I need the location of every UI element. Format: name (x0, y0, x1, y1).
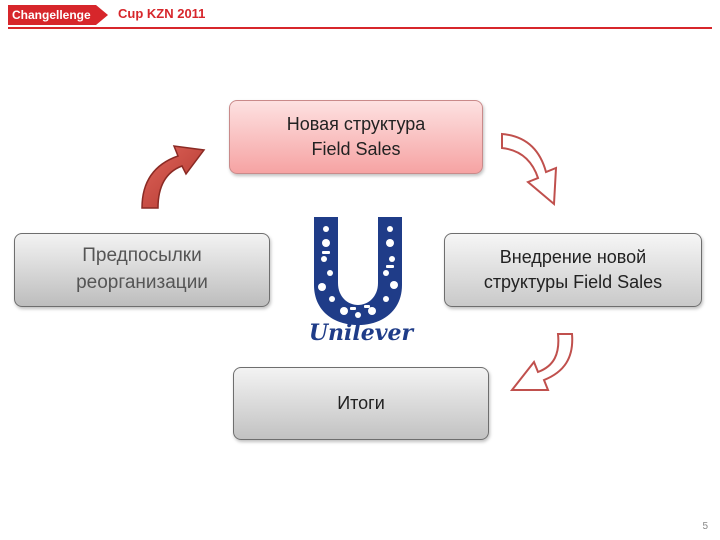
brand-logo: Changellenge (8, 5, 108, 25)
box-label: Новая структура Field Sales (286, 113, 426, 159)
diagram-box-new-structure: Новая структура Field Sales (229, 100, 483, 174)
arrow-left-to-top-icon (141, 145, 206, 209)
page-number: 5 (702, 521, 708, 532)
arrow-right-to-bottom-icon (509, 333, 574, 391)
slide-header: Changellenge Cup KZN 2011 (0, 0, 720, 30)
diagram-box-prerequisites: Предпосылки реорганизации (14, 233, 270, 307)
box-label: Внедрение новой структуры Field Sales (483, 246, 663, 292)
diagram-box-implementation: Внедрение новой структуры Field Sales (444, 233, 702, 307)
header-title: Cup KZN 2011 (118, 6, 206, 21)
diagram-box-results: Итоги (233, 367, 489, 440)
unilever-logo-icon (314, 217, 402, 325)
box-label: Итоги (337, 392, 385, 413)
header-divider (8, 27, 712, 29)
box-label: Предпосылки реорганизации (76, 245, 208, 293)
arrow-top-to-right-icon (501, 132, 558, 207)
unilever-wordmark: Unilever (308, 320, 414, 346)
